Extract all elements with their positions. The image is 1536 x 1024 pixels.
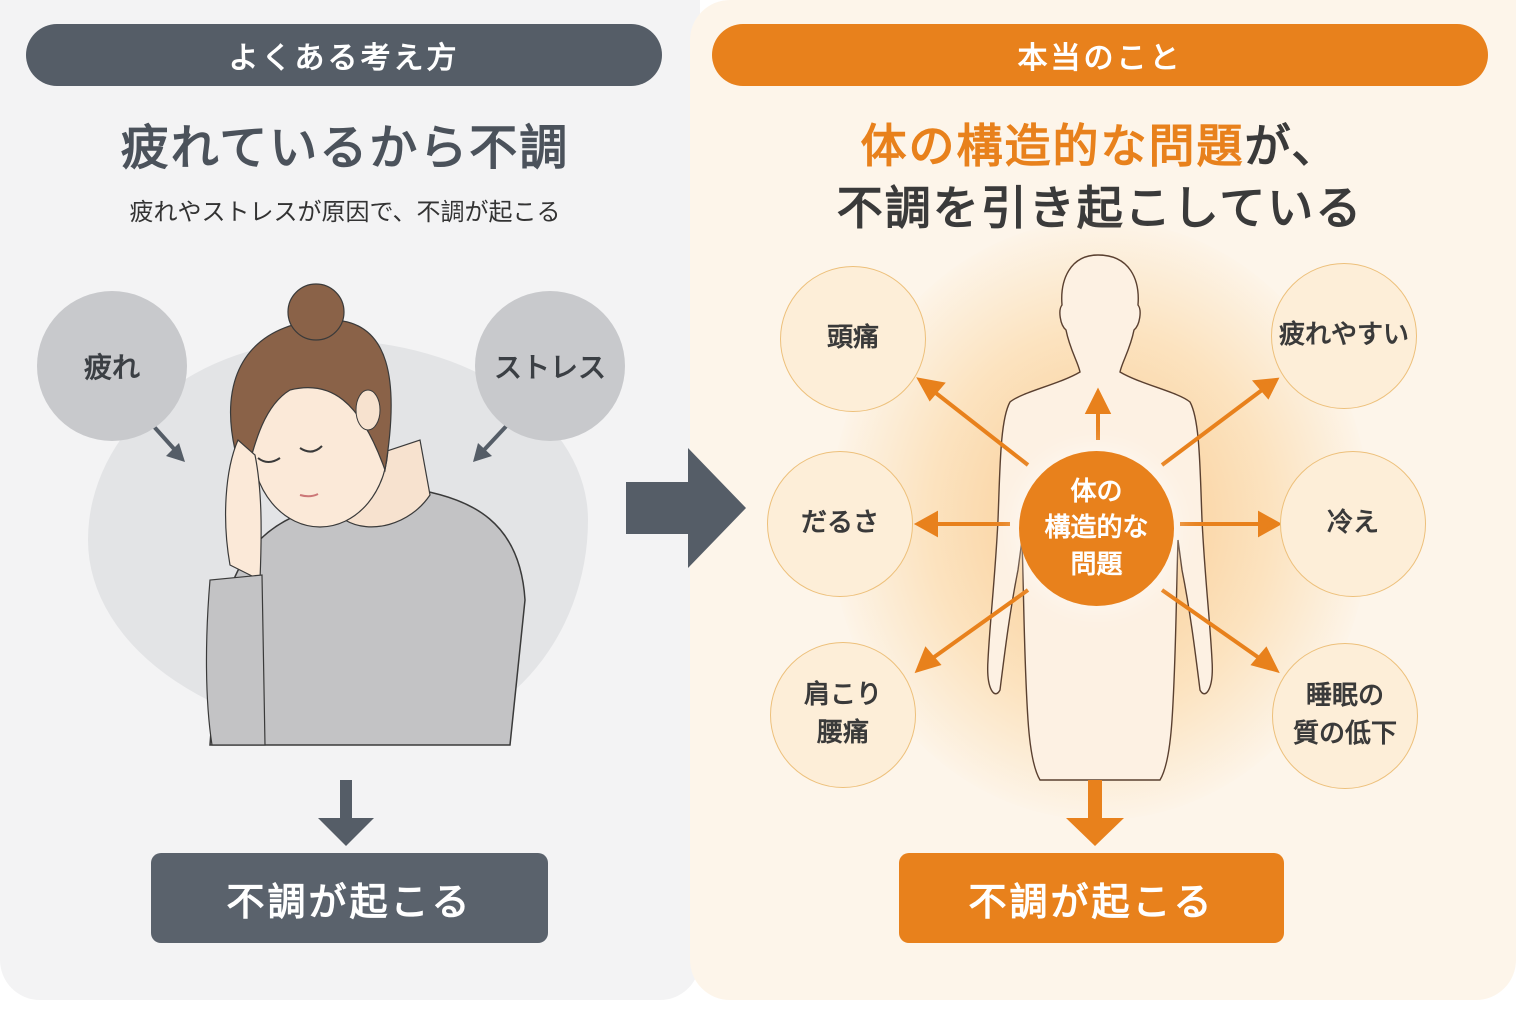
symptom-sluggish: だるさ <box>767 451 913 597</box>
symptom-sleep-quality: 睡眠の質の低下 <box>1272 643 1418 789</box>
right-down-arrow-shaft <box>1088 780 1102 820</box>
left-result-box: 不調が起こる <box>151 853 548 943</box>
right-result-box: 不調が起こる <box>899 853 1284 943</box>
common-belief-label: よくある考え方 <box>26 24 662 86</box>
symptom-text: 冷え <box>1326 508 1379 539</box>
right-heading-line1: 体の構造的な問題が、 <box>700 110 1500 176</box>
left-heading: 疲れているから不調 <box>120 120 570 176</box>
symptom-text: 腰痛 <box>816 718 869 748</box>
hair-bun <box>287 283 345 341</box>
left-down-arrow-shaft <box>340 780 352 820</box>
symptom-fatigue: 疲れやすい <box>1271 263 1417 409</box>
symptom-text: 頭痛 <box>826 323 879 354</box>
left-subheading: 疲れやストレスが原因で、不調が起こる <box>129 198 561 226</box>
woman-headache-illustration <box>146 283 526 846</box>
symptom-cold: 冷え <box>1280 451 1426 597</box>
radiating-arrows <box>913 377 1283 674</box>
symptom-text: 睡眠の <box>1305 681 1384 712</box>
symptom-text: 肩こり <box>803 680 882 711</box>
cause-fatigue: 疲れ <box>37 291 187 441</box>
symptom-text: だるさ <box>800 508 879 539</box>
hair <box>230 319 392 483</box>
symptom-stiff-shoulder-back: 肩こり腰痛 <box>770 642 916 788</box>
core-structural-problem: 体の 構造的な 問題 <box>1019 451 1174 606</box>
left-down-arrow-head <box>318 818 374 846</box>
sleeve <box>205 574 266 746</box>
right-heading-rest: が、 <box>1244 119 1340 173</box>
symptom-text: 疲れやすい <box>1278 320 1409 351</box>
right-heading-accent: 体の構造的な問題 <box>860 119 1245 173</box>
cause-stress: ストレス <box>475 291 625 441</box>
core-line: 構造的な <box>1044 513 1149 544</box>
truth-label: 本当のこと <box>712 24 1488 86</box>
symptom-headache: 頭痛 <box>780 266 926 412</box>
core-line: 問題 <box>1070 549 1123 580</box>
core-line: 体の <box>1070 476 1123 507</box>
symptom-text: 質の低下 <box>1292 719 1397 749</box>
right-down-arrow-head <box>1066 818 1124 846</box>
